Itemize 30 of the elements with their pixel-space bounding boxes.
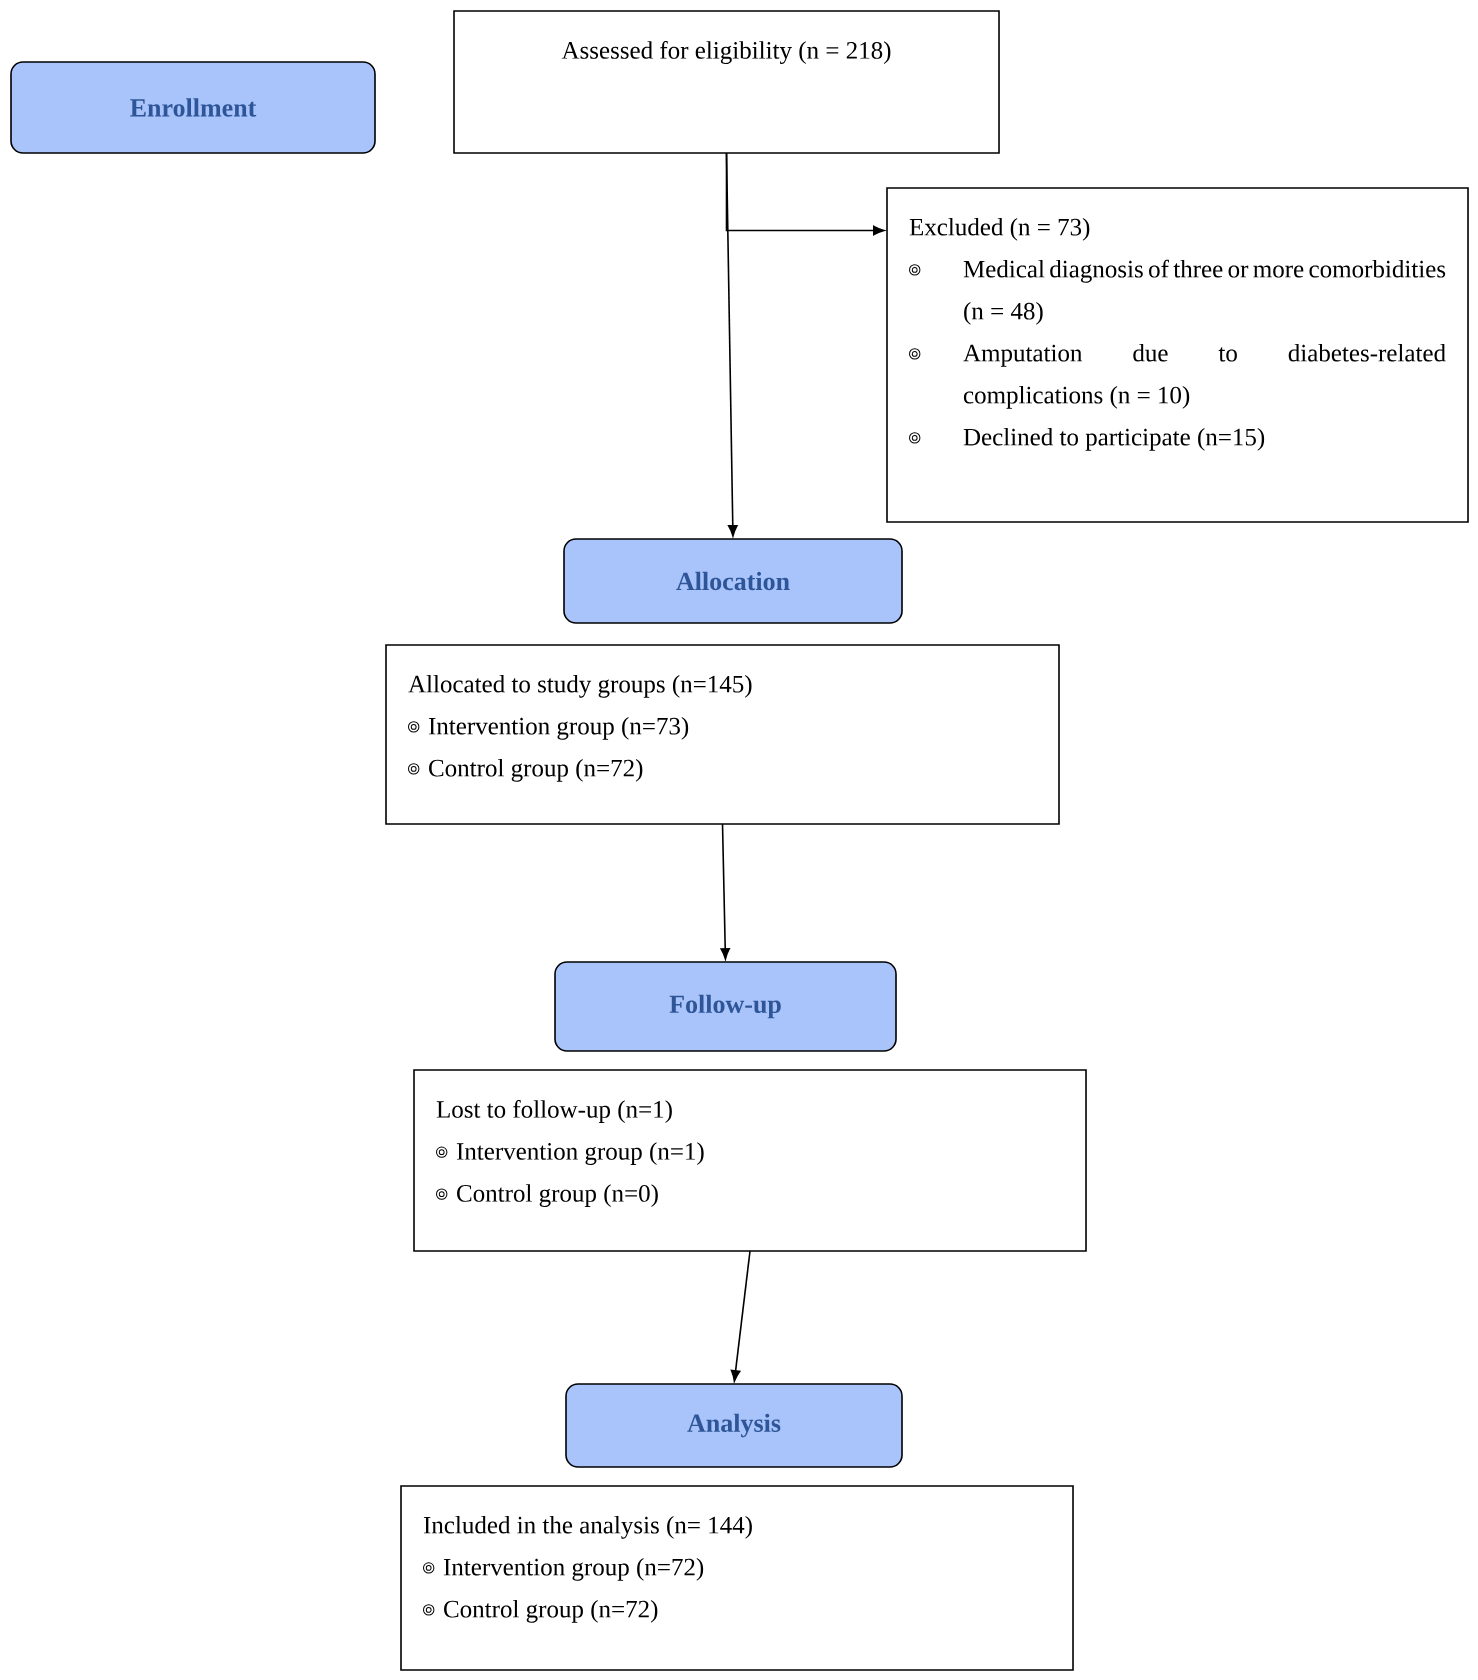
list-item: Control group (n=72)	[429, 759, 643, 782]
list-item: Amputation due to diabetes-related complications (n = 10)	[963, 344, 1446, 409]
process-box	[385, 644, 1060, 825]
arrow	[720, 823, 731, 960]
process-box	[400, 1485, 1074, 1671]
list-item: Medical diagnosis of three or more comorbidities (n = 48)	[963, 259, 1446, 325]
arrow	[725, 152, 885, 236]
heading-text: Excluded (n = 73)	[909, 218, 1090, 241]
list-item: Intervention group (n=72)	[443, 1558, 704, 1581]
stage-label: Analysis	[687, 1413, 781, 1438]
heading-text: Included in the analysis (n= 144)	[423, 1516, 752, 1539]
stage-label: Enrollment	[130, 98, 257, 117]
heading-text: Allocated to study groups (n=145)	[408, 675, 752, 698]
process-box	[453, 10, 1000, 154]
stage-box	[10, 61, 376, 154]
stage-box	[565, 1383, 903, 1468]
heading-text: Assessed for eligibility (n = 218)	[561, 41, 891, 64]
list-item: Declined to participate (n=15)	[963, 428, 1265, 451]
list-item: Control group (n=72)	[444, 1600, 658, 1623]
list-item: Intervention group (n=73)	[428, 717, 689, 740]
stage-label: Allocation	[676, 571, 790, 591]
stage-box	[563, 538, 903, 624]
arrow	[730, 1250, 751, 1382]
process-box	[413, 1069, 1087, 1252]
list-item: Control group (n=0)	[457, 1184, 658, 1207]
stage-box	[554, 961, 897, 1052]
list-item: Intervention group (n=1)	[456, 1142, 704, 1165]
process-box	[886, 187, 1469, 523]
heading-text: Lost to follow-up (n=1)	[436, 1100, 672, 1123]
stage-label: Follow-up	[669, 994, 781, 1019]
